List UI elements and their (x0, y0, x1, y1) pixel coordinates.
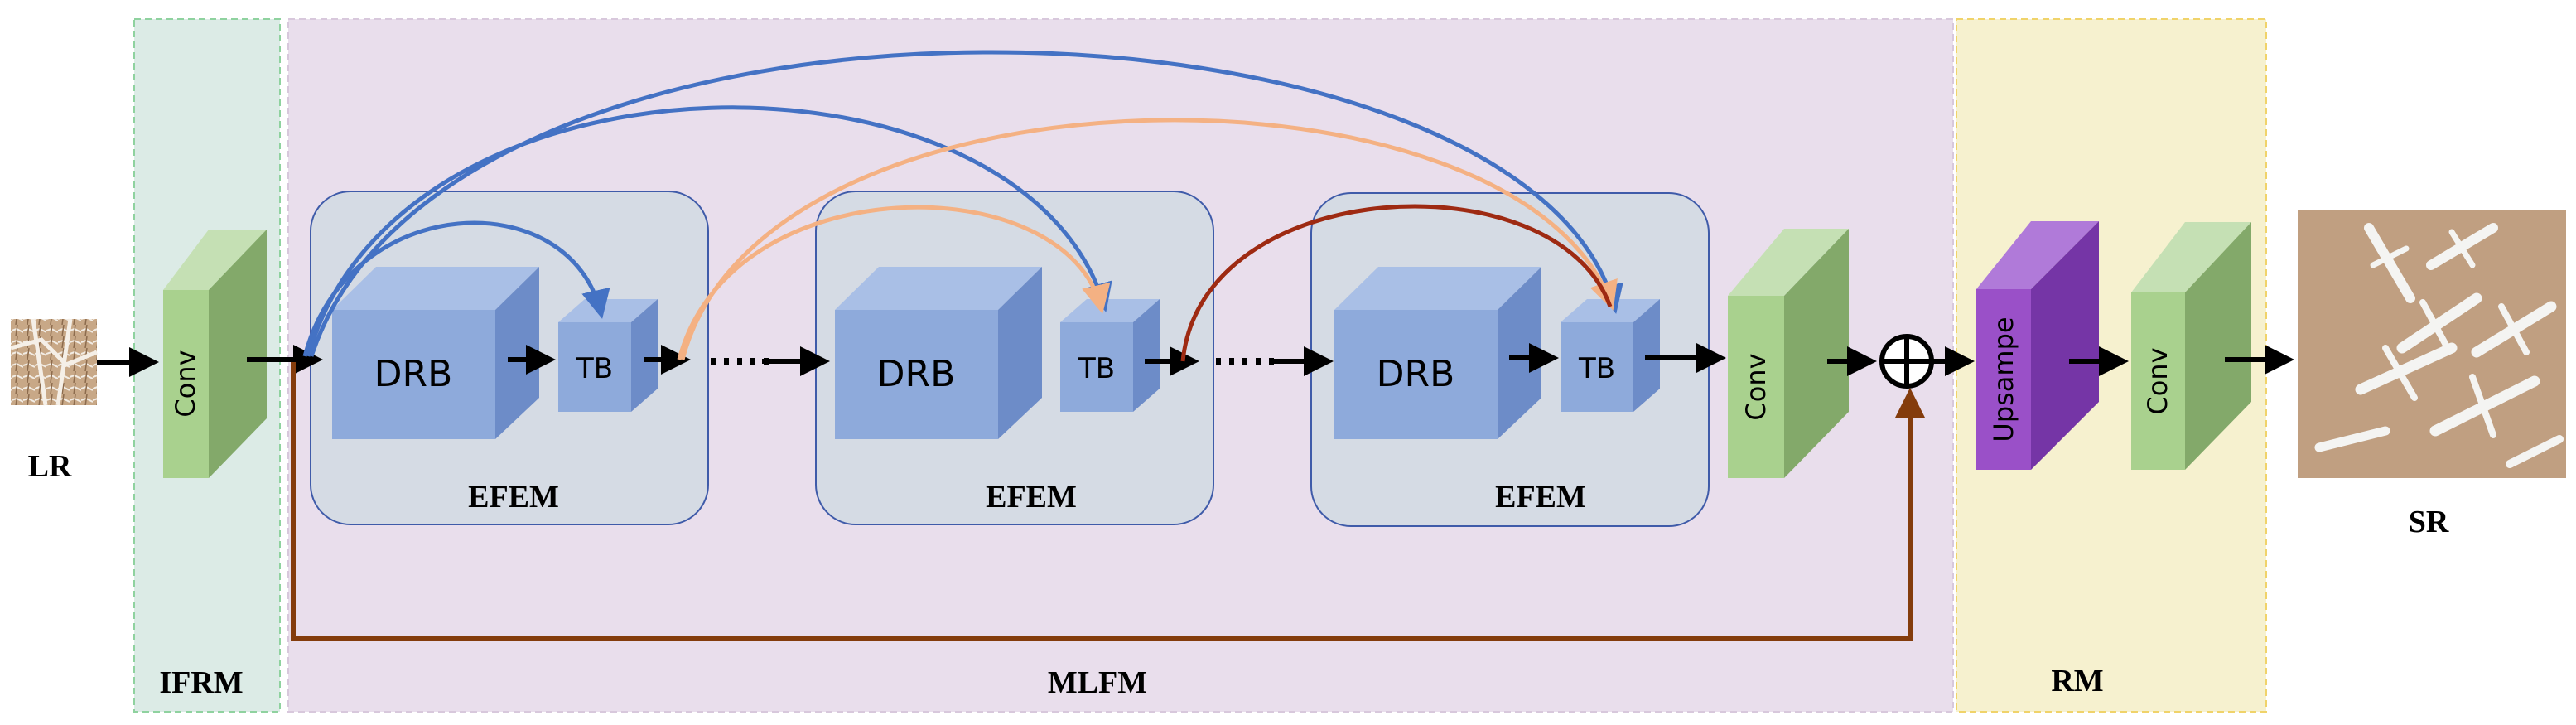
sr-label: SR (2409, 505, 2449, 539)
upsample-block: Upsampe (1976, 221, 2099, 470)
main-flow-arrows (97, 343, 2294, 377)
global-skip-connection (291, 362, 1925, 641)
circle-plus-icon (1879, 334, 1934, 389)
drb-block-3: DRB (1334, 267, 1541, 439)
tb-block-2: TB (1060, 299, 1160, 412)
skip-orange-to-tb3 (680, 118, 1618, 360)
lr-image-thumbnail (10, 318, 98, 406)
drb-label-2: DRB (877, 353, 956, 395)
efem-label-3: EFEM (1495, 480, 1586, 515)
efem-label-1: EFEM (468, 480, 559, 515)
conv-label-3: Conv (2142, 347, 2173, 414)
tb-label-2: TB (1078, 352, 1115, 385)
drb-block-2: DRB (835, 267, 1042, 439)
tb-block-1: TB (558, 299, 658, 412)
conv-label-1: Conv (170, 350, 201, 417)
tb-label-3: TB (1578, 352, 1615, 385)
drb-block-1: DRB (332, 267, 539, 439)
sr-image-thumbnail (2298, 210, 2566, 478)
rm-label: RM (2051, 664, 2103, 698)
ifrm-label: IFRM (159, 665, 243, 700)
conv-label-2: Conv (1740, 353, 1772, 420)
upsample-label: Upsampe (1988, 317, 2019, 442)
conv-block-3: Conv (2131, 222, 2251, 470)
lr-label: LR (28, 449, 72, 484)
skip-blue-to-tb3 (309, 50, 1623, 357)
drb-label-1: DRB (374, 353, 453, 395)
tb-label-1: TB (576, 352, 613, 385)
conv-block-2: Conv (1728, 229, 1849, 478)
efem-label-2: EFEM (986, 480, 1077, 515)
drb-label-3: DRB (1377, 353, 1455, 395)
skip-blue-to-tb2 (306, 105, 1112, 357)
conv-block-1: Conv (163, 230, 267, 478)
skip-darkred-local (1180, 204, 1613, 362)
mlfm-label: MLFM (1048, 665, 1147, 700)
skip-connections (302, 50, 1623, 362)
